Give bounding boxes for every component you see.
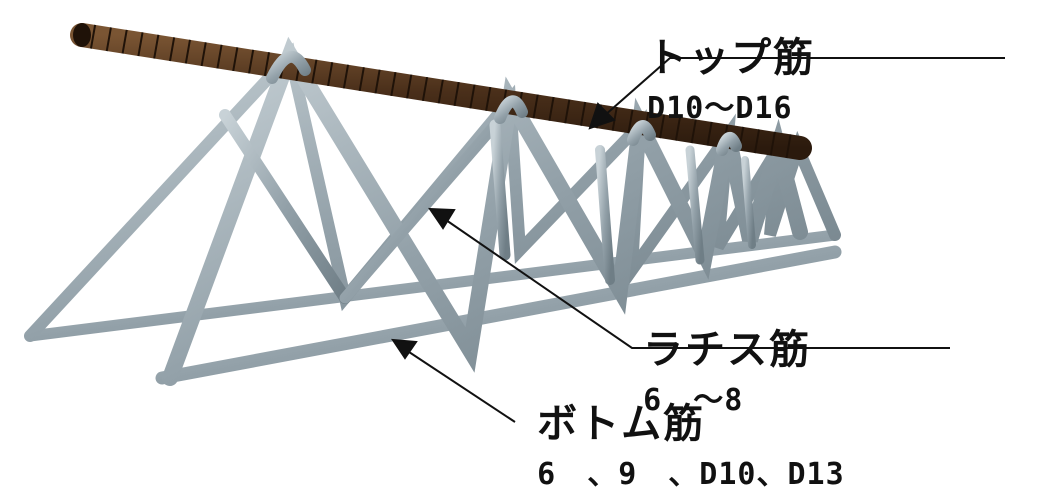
top-rebar-spec: D10～D16 — [647, 91, 793, 126]
lattice-diagonal — [595, 145, 615, 285]
lattice-rebar-label: ラチス筋 6 ～8 — [628, 298, 811, 419]
leader-top-rebar — [603, 57, 1005, 117]
lattice-diagonal — [219, 109, 351, 304]
bottom-rebar-label: ボトム筋 6 、9 、D10、D13 — [522, 372, 845, 493]
leader-lattice — [445, 219, 950, 349]
apex-hooks — [266, 51, 742, 156]
arrowhead-top-rebar — [588, 102, 616, 130]
bottom-bar-right — [155, 245, 842, 385]
lattice-truss-illustration — [24, 23, 1005, 423]
bottom-rebar-name: ボトム筋 — [537, 401, 706, 447]
arrowhead-bottom — [391, 338, 418, 360]
top-rebar-name: トップ筋 — [647, 35, 816, 81]
leader-lines — [391, 57, 1005, 423]
lattice-diagonal — [339, 119, 501, 304]
bottom-rebar-spec: 6 、9 、D10、D13 — [537, 457, 845, 492]
lattice-rebar-spec: 6 ～8 — [643, 383, 744, 418]
leader-bottom — [402, 347, 516, 423]
top-rebar — [70, 23, 812, 160]
arrowhead-lattice — [428, 207, 456, 230]
lattice-diagonal — [741, 156, 756, 249]
top-rebar-label: トップ筋 D10～D16 — [632, 6, 815, 127]
lattice-diagonal — [489, 119, 511, 261]
lattice-diagonal — [685, 145, 705, 265]
lattice-rebar-name: ラチス筋 — [643, 327, 812, 373]
